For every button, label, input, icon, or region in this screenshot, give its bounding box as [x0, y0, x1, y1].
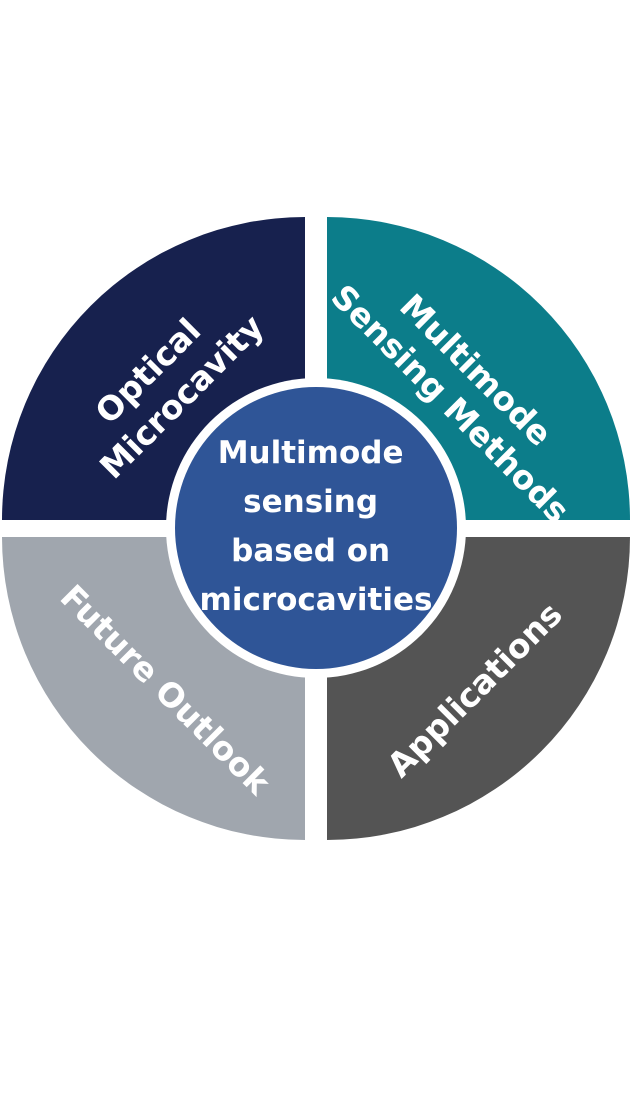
- center-label: Multimode sensing based on microcavities: [200, 435, 433, 618]
- center-hub: [175, 387, 457, 669]
